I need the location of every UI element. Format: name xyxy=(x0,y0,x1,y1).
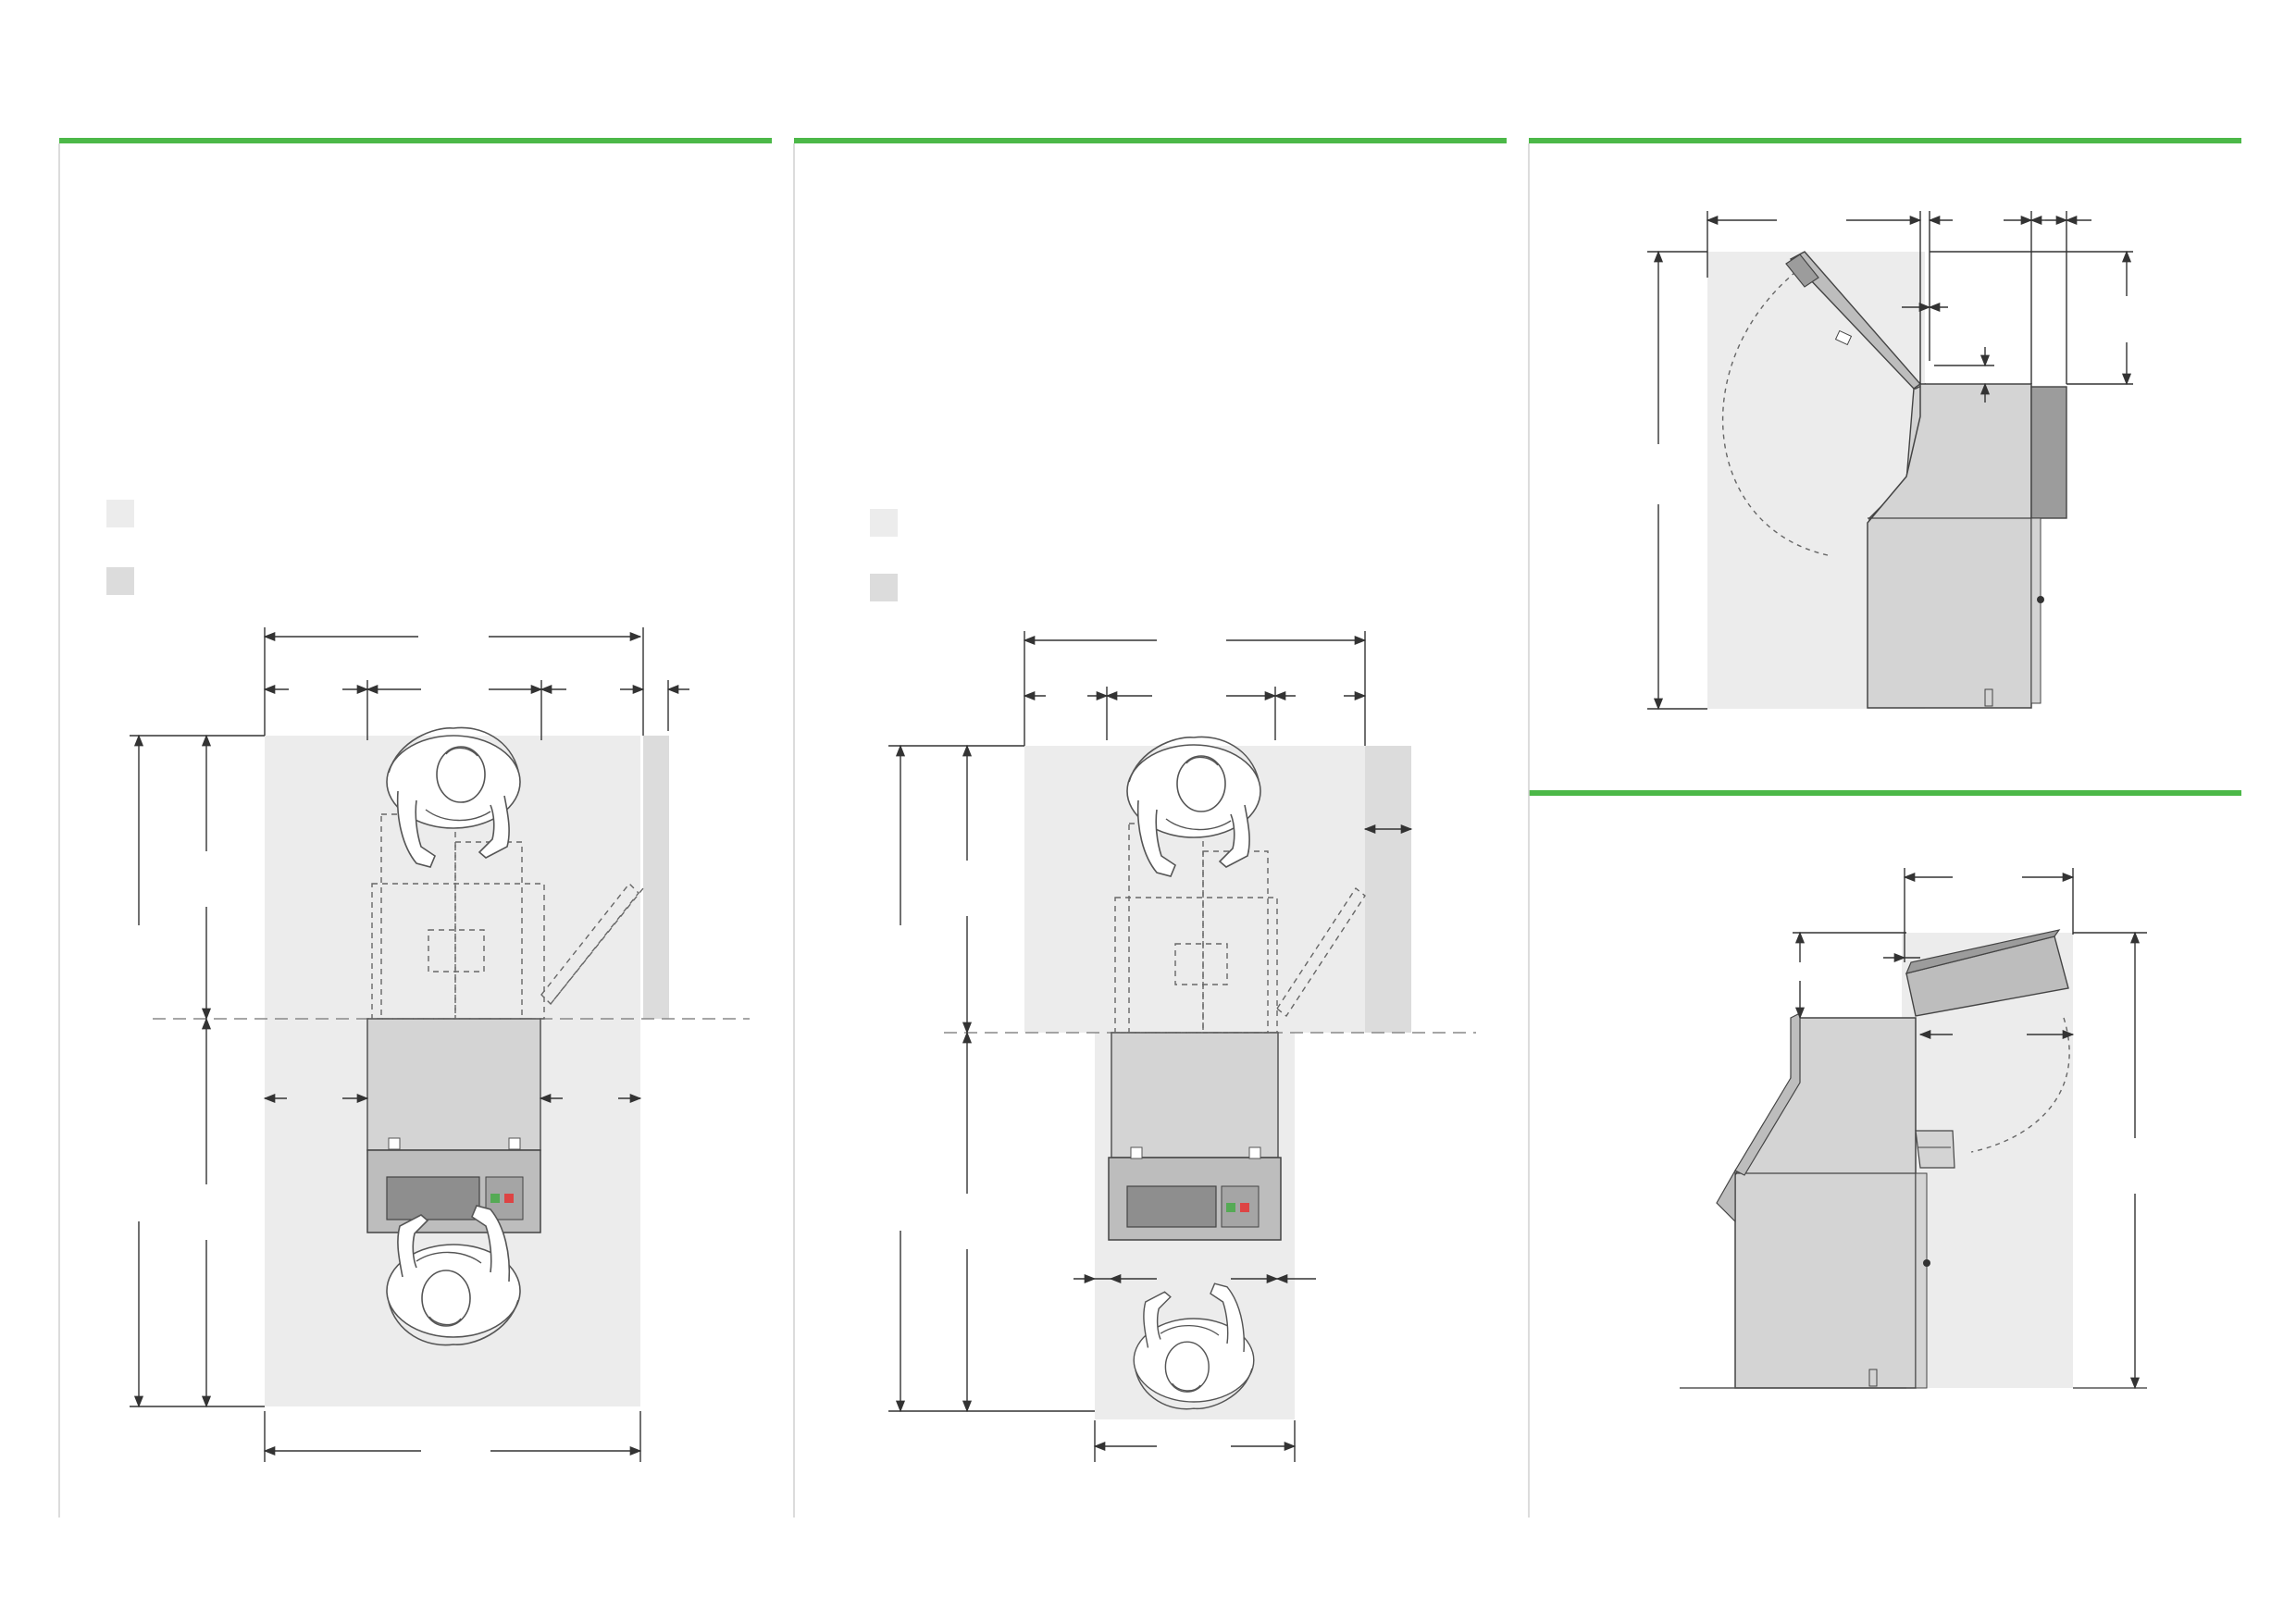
key-red xyxy=(504,1194,514,1203)
clip-left xyxy=(388,1137,401,1150)
rule-panel-1 xyxy=(59,138,772,143)
rule-panel-4 xyxy=(1529,790,2241,796)
legend-swatch-light xyxy=(106,500,134,527)
legend-swatch-medium-2 xyxy=(870,574,898,601)
screen xyxy=(386,1176,480,1220)
key-green xyxy=(1226,1203,1235,1212)
legend-swatch-medium xyxy=(106,567,134,595)
dimension-lines xyxy=(130,627,689,1462)
output-tray xyxy=(1915,1130,1955,1169)
legend-swatch-light-2 xyxy=(870,509,898,537)
handle xyxy=(2037,596,2044,603)
key-red xyxy=(1240,1203,1249,1212)
plan-view-b xyxy=(888,631,1476,1462)
dimension-lines xyxy=(1793,868,2147,1390)
dimension-lines xyxy=(1647,211,2133,711)
clip-right xyxy=(508,1137,521,1150)
clip-right xyxy=(1248,1146,1261,1159)
handle xyxy=(1923,1259,1930,1267)
swing-arc xyxy=(1721,267,1829,556)
rule-panel-2 xyxy=(794,138,1507,143)
side-view-a xyxy=(1647,211,2133,711)
section-rules xyxy=(58,138,2241,1518)
service-zone xyxy=(643,736,669,1019)
side-view-b xyxy=(1680,868,2147,1390)
key-green xyxy=(490,1194,500,1203)
machine-body xyxy=(1734,1017,1917,1389)
rule-panel-3 xyxy=(1529,138,2241,143)
dimension-lines xyxy=(888,631,1413,1462)
service-zone xyxy=(1365,746,1411,1033)
machine-body xyxy=(1111,1032,1279,1158)
machine-body xyxy=(366,1018,541,1151)
swing-arc xyxy=(1970,1017,2070,1153)
cover-open-outline xyxy=(371,813,644,1020)
plan-view-a xyxy=(130,627,750,1462)
screen xyxy=(1126,1185,1217,1228)
clip-left xyxy=(1130,1146,1143,1159)
rear-box xyxy=(2030,386,2067,519)
legend xyxy=(106,500,898,601)
